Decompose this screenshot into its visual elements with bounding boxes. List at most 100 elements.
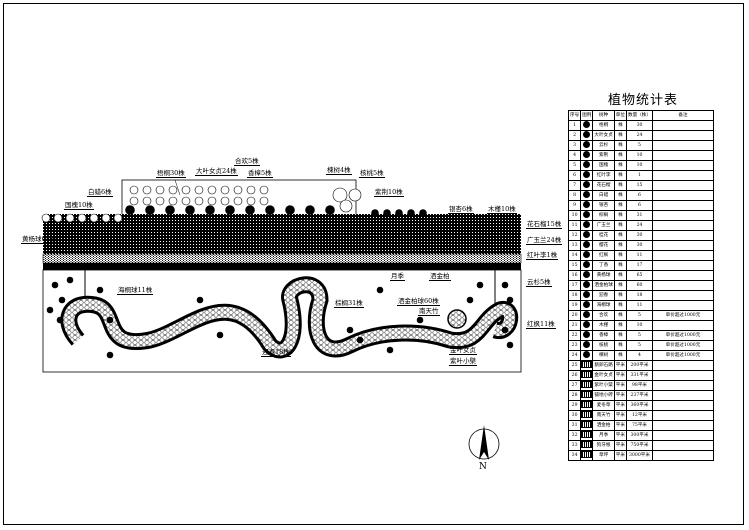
- table-cell: 98平米: [626, 379, 653, 391]
- tree-symbol-icon: [356, 336, 364, 344]
- table-cell: 株: [613, 279, 628, 291]
- table-cell: 株: [613, 169, 628, 181]
- tree-symbol-icon: [407, 209, 415, 217]
- tree-symbol-icon: [332, 187, 348, 203]
- legend-symbol-icon: [580, 399, 594, 411]
- plant-symbol-icon: [581, 400, 593, 408]
- legend-symbol-icon: [580, 349, 594, 361]
- table-cell: 紫叶小檗: [592, 379, 615, 391]
- label-baila: 白蜡6株: [87, 188, 113, 197]
- legend-symbol-icon: [580, 279, 594, 291]
- table-cell: 株: [613, 329, 628, 341]
- table-header-cell: 单位: [613, 110, 628, 121]
- table-cell: 28: [567, 389, 582, 401]
- table-cell: 2: [567, 129, 582, 141]
- legend-symbol-icon: [580, 119, 594, 131]
- label-nvzhen: 大叶女贞24株: [195, 167, 238, 176]
- plant-symbol-icon: [583, 350, 591, 358]
- table-cell: 平米: [613, 359, 628, 371]
- tree-symbol-icon: [106, 351, 114, 359]
- label-hongyeli: 红叶李1株: [526, 251, 559, 260]
- legend-symbol-icon: [580, 339, 594, 351]
- table-cell: 11: [626, 249, 653, 261]
- table-cell: 株: [613, 229, 628, 241]
- tree-symbol-icon: [142, 185, 152, 195]
- table-cell: 株: [613, 339, 628, 351]
- table-header-cell: 备注: [651, 110, 714, 121]
- label-xiangzhang: 香樟5株: [247, 169, 273, 178]
- plant-symbol-icon: [583, 300, 591, 308]
- table-cell: 237平米: [626, 389, 653, 401]
- tree-symbol-icon: [259, 196, 269, 206]
- plant-symbol-icon: [583, 270, 591, 278]
- tree-symbol-icon: [205, 205, 215, 215]
- tree-symbol-icon: [501, 326, 509, 334]
- table-cell: 29: [567, 399, 582, 411]
- table-cell: [651, 449, 714, 461]
- label-hehuan: 合欢5株: [234, 157, 260, 166]
- table-cell: 白蜡: [592, 189, 615, 201]
- tree-symbol-icon: [419, 209, 427, 217]
- table-cell: 32: [567, 429, 582, 441]
- label-guohuai: 国槐10株: [64, 201, 94, 210]
- table-cell: 国槐: [592, 159, 615, 171]
- hedge-band: [43, 214, 521, 254]
- legend-symbol-icon: [580, 229, 594, 241]
- tree-symbol-icon: [142, 196, 152, 206]
- legend-symbol-icon: [580, 419, 594, 431]
- tree-symbol-icon: [220, 185, 230, 195]
- table-cell: 单价超过1000元: [651, 309, 714, 321]
- table-cell: 27: [567, 379, 582, 391]
- plant-symbol-icon: [583, 250, 591, 258]
- tree-symbol-icon: [194, 196, 204, 206]
- plant-symbol-icon: [583, 230, 591, 238]
- plant-symbol-icon: [583, 160, 591, 168]
- plant-symbol-icon: [583, 180, 591, 188]
- table-cell: 10: [567, 209, 582, 221]
- table-cell: 铺地小砖: [592, 389, 615, 401]
- table-cell: 5: [626, 339, 653, 351]
- table-cell: 平米: [613, 379, 628, 391]
- table-cell: [651, 179, 714, 191]
- tree-symbol-icon: [66, 276, 74, 284]
- tree-symbol-icon: [53, 213, 63, 223]
- table-cell: 平米: [613, 369, 628, 381]
- table-cell: [651, 129, 714, 141]
- table-cell: 狗牙根: [592, 439, 615, 451]
- table-cell: [651, 379, 714, 391]
- table-cell: 30: [626, 239, 653, 251]
- table-cell: 16: [567, 269, 582, 281]
- table-cell: [651, 399, 714, 411]
- table-cell: 平米: [613, 419, 628, 431]
- table-cell: 18: [626, 289, 653, 301]
- label-yinxing: 银杏6株: [448, 205, 474, 214]
- table-cell: 梧桐: [592, 119, 615, 131]
- tree-symbol-icon: [233, 196, 243, 206]
- table-title: 植物统计表: [608, 93, 679, 108]
- table-cell: 31: [567, 419, 582, 431]
- table-cell: [651, 359, 714, 371]
- table-cell: 桂花: [592, 229, 615, 241]
- tree-symbol-icon: [196, 296, 204, 304]
- table-cell: [651, 169, 714, 181]
- table-cell: 31: [626, 209, 653, 221]
- tree-symbol-icon: [181, 185, 191, 195]
- table-cell: 14: [567, 249, 582, 261]
- tree-symbol-icon: [220, 196, 230, 206]
- table-cell: 草坪: [592, 449, 615, 461]
- tree-symbol-icon: [246, 185, 256, 195]
- label-yingchun: 迎春18株: [261, 348, 291, 357]
- plant-symbol-icon: [583, 220, 591, 228]
- plant-symbol-icon: [581, 430, 593, 438]
- tree-symbol-icon: [185, 205, 195, 215]
- table-cell: 60: [626, 279, 653, 291]
